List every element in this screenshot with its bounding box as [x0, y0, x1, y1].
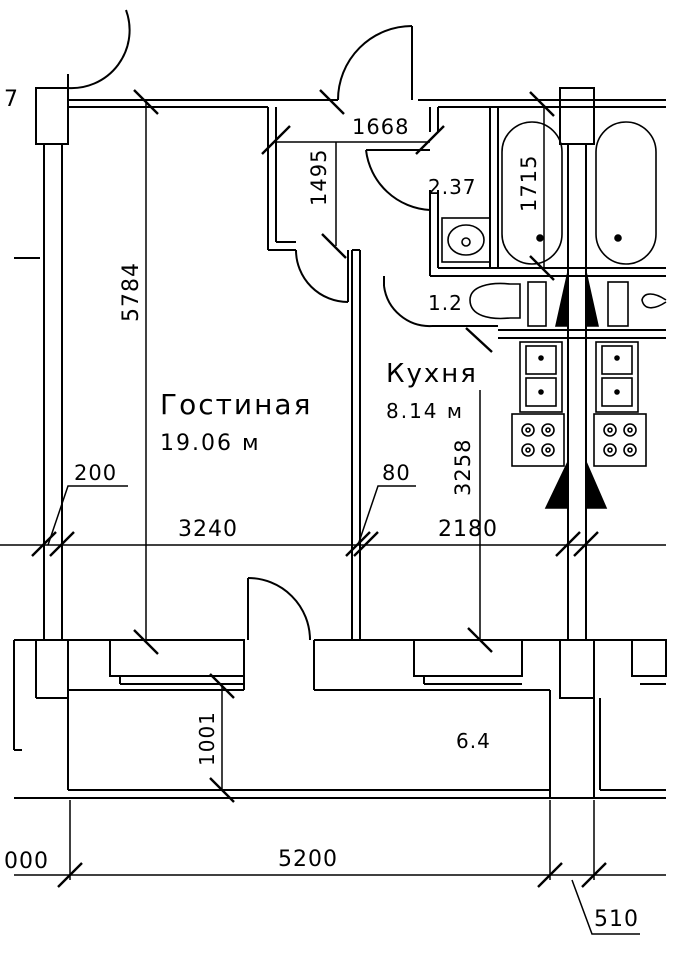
- room-area-bathroom: 2.37: [428, 175, 477, 199]
- dim-kitchen-width: 2180: [438, 517, 498, 542]
- dim-living-depth: 5784: [119, 262, 144, 322]
- dim-balcony-depth: 1001: [195, 711, 219, 766]
- doors: [67, 9, 433, 641]
- column-top-left: [35, 87, 69, 145]
- bathtub-icon-neighbor: [595, 121, 657, 265]
- dim-wall-inner: 80: [382, 461, 411, 485]
- room-area-toilet: 1.2: [428, 291, 463, 315]
- door-swing-living: [295, 249, 349, 303]
- labels: Гостиная 19.06 м Кухня 8.14 м 2.37 1.2 6…: [4, 87, 639, 932]
- dim-wall-outer: 200: [74, 461, 117, 485]
- dim-living-width: 3240: [178, 517, 238, 542]
- walls: [13, 87, 667, 799]
- dim-corner-left: 7: [4, 87, 18, 112]
- room-area-kitchen: 8.14 м: [386, 399, 464, 423]
- column-bottom-right: [559, 639, 595, 699]
- room-name-kitchen: Кухня: [386, 359, 478, 389]
- dim-partial-right: 510: [594, 907, 639, 932]
- door-swing-top-left: [67, 9, 131, 90]
- toilet-icon: [469, 282, 521, 320]
- stove-icon: [511, 413, 565, 467]
- dim-partial-left: 000: [4, 849, 49, 874]
- toilet-icon-neighbor: [641, 293, 667, 309]
- fixtures: [441, 121, 667, 509]
- room-area-balcony: 6.4: [456, 729, 491, 753]
- stove-icon-neighbor: [593, 413, 647, 467]
- bathtub-icon: [501, 121, 563, 265]
- kitchen-sink-icon-neighbor: [595, 341, 639, 413]
- dim-hall-depth: 1495: [307, 149, 331, 206]
- column-top-right: [559, 87, 595, 145]
- room-area-living: 19.06 м: [160, 431, 261, 456]
- sink-icon: [441, 217, 491, 263]
- dim-bath-depth: 1715: [517, 155, 541, 212]
- door-swing-toilet: [383, 285, 433, 328]
- door-swing-balcony: [247, 577, 311, 641]
- dim-total-width: 5200: [278, 847, 338, 872]
- room-name-living: Гостиная: [160, 388, 312, 421]
- dim-kitchen-depth: 3258: [451, 439, 475, 496]
- dim-hall-width: 1668: [352, 115, 409, 139]
- kitchen-sink-icon: [519, 341, 563, 413]
- door-swing-entrance: [337, 25, 413, 101]
- vent-arrow-icon: [555, 271, 569, 327]
- dimension-lines: [0, 89, 666, 935]
- door-swing-bathroom: [365, 149, 431, 211]
